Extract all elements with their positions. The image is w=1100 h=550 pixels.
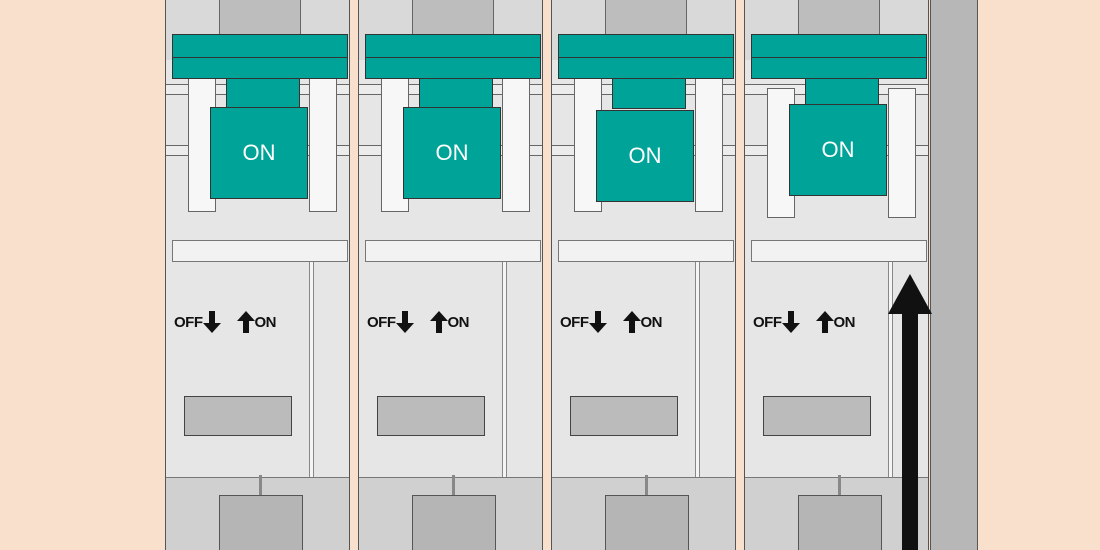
handle-cap-bottom[interactable] [751,57,927,79]
breaker-top-terminal [605,0,687,39]
large-arrow-up-icon [888,274,932,550]
breaker-top-terminal [219,0,301,39]
separator-line [695,262,700,477]
breaker-4: ON OFF ON [744,0,929,550]
on-label: ON [254,313,277,331]
handle-neck[interactable] [419,79,493,109]
arrow-down-icon [781,311,800,333]
handle-neck[interactable] [226,79,300,109]
breaker-rail-right [502,78,530,212]
breaker-rail-right [695,78,723,212]
label-strip [751,240,927,262]
breaker-handle[interactable]: ON [789,104,887,196]
breaker-handle[interactable]: ON [403,107,501,199]
handle-label: ON [435,140,469,165]
breaker-2: ON OFF ON [358,0,543,550]
handle-label: ON [628,143,662,168]
on-label: ON [640,313,663,331]
rating-window [570,396,678,436]
terminal-stem [452,475,455,495]
handle-label: ON [821,137,855,162]
breaker-3: ON OFF ON [551,0,736,550]
breaker-handle[interactable]: ON [596,110,694,202]
off-on-legend: OFF ON [367,311,469,333]
side-panel [930,0,978,550]
breaker-bottom-terminal [605,495,689,550]
label-strip [172,240,348,262]
arrow-down-icon [588,311,607,333]
on-label: ON [833,313,856,331]
handle-cap-top[interactable] [172,34,348,58]
off-on-legend: OFF ON [753,311,855,333]
breaker-1: ON OFF ON [165,0,350,550]
off-label: OFF [753,313,782,331]
arrow-up-icon [236,311,255,333]
separator-line [309,262,314,477]
rating-window [184,396,292,436]
breaker-handle[interactable]: ON [210,107,308,199]
breaker-rail-right [888,88,916,218]
off-label: OFF [174,313,203,331]
breaker-bottom-terminal [798,495,882,550]
handle-cap-bottom[interactable] [172,57,348,79]
handle-cap-top[interactable] [365,34,541,58]
off-on-legend: OFF ON [174,311,276,333]
handle-cap-top[interactable] [558,34,734,58]
arrow-up-icon [622,311,641,333]
rating-window [377,396,485,436]
off-on-legend: OFF ON [560,311,662,333]
handle-label: ON [242,140,276,165]
handle-cap-top[interactable] [751,34,927,58]
arrow-up-icon [815,311,834,333]
separator-line [888,262,893,477]
arrow-up-icon [429,311,448,333]
off-label: OFF [367,313,396,331]
on-label: ON [447,313,470,331]
terminal-stem [645,475,648,495]
rating-window [763,396,871,436]
label-strip [365,240,541,262]
label-strip [558,240,734,262]
handle-cap-bottom[interactable] [558,57,734,79]
arrow-down-icon [202,311,221,333]
breaker-bottom-terminal [219,495,303,550]
breaker-bottom-terminal [412,495,496,550]
handle-cap-bottom[interactable] [365,57,541,79]
terminal-stem [259,475,262,495]
separator-line [502,262,507,477]
off-label: OFF [560,313,589,331]
handle-neck[interactable] [612,79,686,109]
terminal-stem [838,475,841,495]
arrow-down-icon [395,311,414,333]
breaker-rail-right [309,78,337,212]
